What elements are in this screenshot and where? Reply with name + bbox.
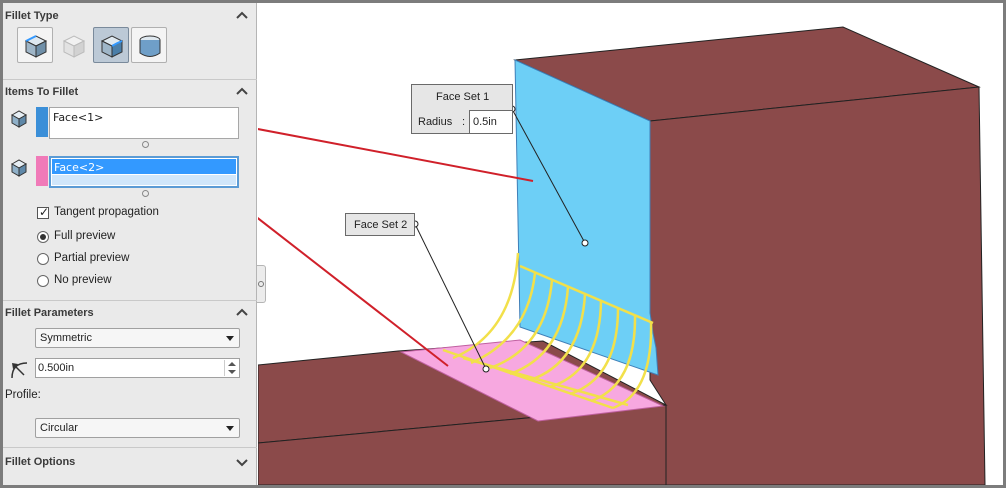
model-view[interactable]	[209, 3, 1003, 485]
property-manager-panel: Fillet Type	[3, 3, 257, 485]
section-divider	[3, 447, 257, 448]
fillet-options-title: Fillet Options	[5, 456, 76, 468]
variable-fillet-icon	[62, 35, 86, 58]
fillet-method-value: Symmetric	[40, 332, 92, 344]
radio-selected-dot	[40, 234, 46, 240]
face-set-1-listbox[interactable]: Face<1>	[49, 107, 239, 139]
face-cube-icon	[10, 110, 28, 128]
base-front-face[interactable]	[257, 404, 667, 485]
radius-callout-input[interactable]: 0.5in	[469, 110, 513, 134]
radio-button[interactable]	[37, 253, 49, 265]
callout-1-leader	[511, 108, 586, 244]
face-set-2-callout[interactable]: Face Set 2	[345, 213, 415, 236]
full-round-fillet-icon	[139, 35, 161, 57]
no-preview-label: No preview	[54, 274, 112, 286]
checkbox-box[interactable]: ✓	[37, 205, 50, 219]
face-set-1-leader-line	[225, 122, 534, 182]
radius-icon	[11, 362, 28, 379]
full-preview-label: Full preview	[54, 230, 116, 242]
radius-input[interactable]: 0.500in	[35, 358, 240, 378]
radius-value: 0.500in	[38, 362, 75, 374]
radius-callout-colon: :	[462, 116, 466, 128]
radio-button[interactable]	[37, 231, 49, 243]
face-set-1-item[interactable]: Face<1>	[53, 111, 104, 124]
variable-size-fillet-button[interactable]	[55, 27, 91, 63]
spin-down-icon[interactable]	[228, 370, 236, 374]
radio-button[interactable]	[37, 275, 49, 287]
fillet-options-header[interactable]: Fillet Options	[3, 453, 257, 473]
fillet-parameters-header[interactable]: Fillet Parameters	[3, 304, 257, 324]
constant-size-fillet-button[interactable]	[17, 27, 53, 63]
face-set-2-color-swatch	[36, 156, 48, 186]
face-set-2-leader-line	[209, 180, 449, 367]
constant-fillet-icon	[24, 35, 48, 58]
handle-circle-icon	[258, 281, 264, 287]
face-set-1-color-swatch	[36, 107, 48, 137]
check-icon: ✓	[39, 205, 50, 219]
chevron-down-icon[interactable]	[235, 455, 249, 469]
chevron-up-icon[interactable]	[235, 306, 249, 320]
fillet-preview-lines	[442, 252, 654, 410]
callout-1-target	[581, 239, 589, 247]
section-divider	[3, 79, 257, 80]
fillet-parameters-title: Fillet Parameters	[5, 307, 94, 319]
profile-value: Circular	[40, 422, 78, 434]
partial-preview-label: Partial preview	[54, 252, 130, 264]
profile-label: Profile:	[5, 389, 41, 401]
selection-highlight	[52, 159, 236, 174]
face-cube-icon	[10, 159, 28, 177]
fillet-method-dropdown[interactable]: Symmetric	[35, 328, 240, 348]
radius-spinner[interactable]	[224, 360, 238, 376]
listbox-active-band	[52, 175, 236, 185]
items-to-fillet-title: Items To Fillet	[5, 86, 79, 98]
face-set-2-item[interactable]: Face<2>	[54, 161, 105, 174]
face-fillet-button[interactable]	[93, 27, 129, 63]
face-set-2-listbox[interactable]: Face<2>	[49, 156, 239, 188]
listbox-resize-grip[interactable]	[142, 141, 149, 148]
chevron-down-icon	[226, 426, 234, 431]
face-set-1-callout[interactable]: Face Set 1 Radius : 0.5in	[411, 84, 513, 134]
radius-callout-value: 0.5in	[473, 116, 497, 128]
chevron-down-icon	[226, 336, 234, 341]
tangent-propagation-label: Tangent propagation	[54, 206, 159, 218]
chevron-up-icon[interactable]	[235, 85, 249, 99]
graphics-viewport[interactable]: Face Set 1 Radius : 0.5in Face Set 2	[209, 3, 1003, 485]
face-fillet-icon	[100, 35, 124, 58]
callout-2-target	[482, 365, 490, 373]
panel-collapse-handle[interactable]	[257, 265, 266, 303]
block-front-face[interactable]	[649, 86, 986, 485]
spin-up-icon[interactable]	[228, 362, 236, 366]
face-set-1-callout-title: Face Set 1	[436, 91, 490, 103]
radius-callout-label: Radius	[418, 116, 453, 128]
items-to-fillet-header[interactable]: Items To Fillet	[3, 83, 257, 103]
listbox-resize-grip[interactable]	[142, 190, 149, 197]
fillet-type-header[interactable]: Fillet Type	[3, 7, 257, 27]
fillet-type-title: Fillet Type	[5, 10, 59, 22]
callout-2-leader	[414, 223, 487, 370]
profile-dropdown[interactable]: Circular	[35, 418, 240, 438]
section-divider	[3, 300, 257, 301]
face-set-2-callout-title: Face Set 2	[354, 219, 408, 231]
chevron-up-icon[interactable]	[235, 9, 249, 23]
full-round-fillet-button[interactable]	[131, 27, 167, 63]
